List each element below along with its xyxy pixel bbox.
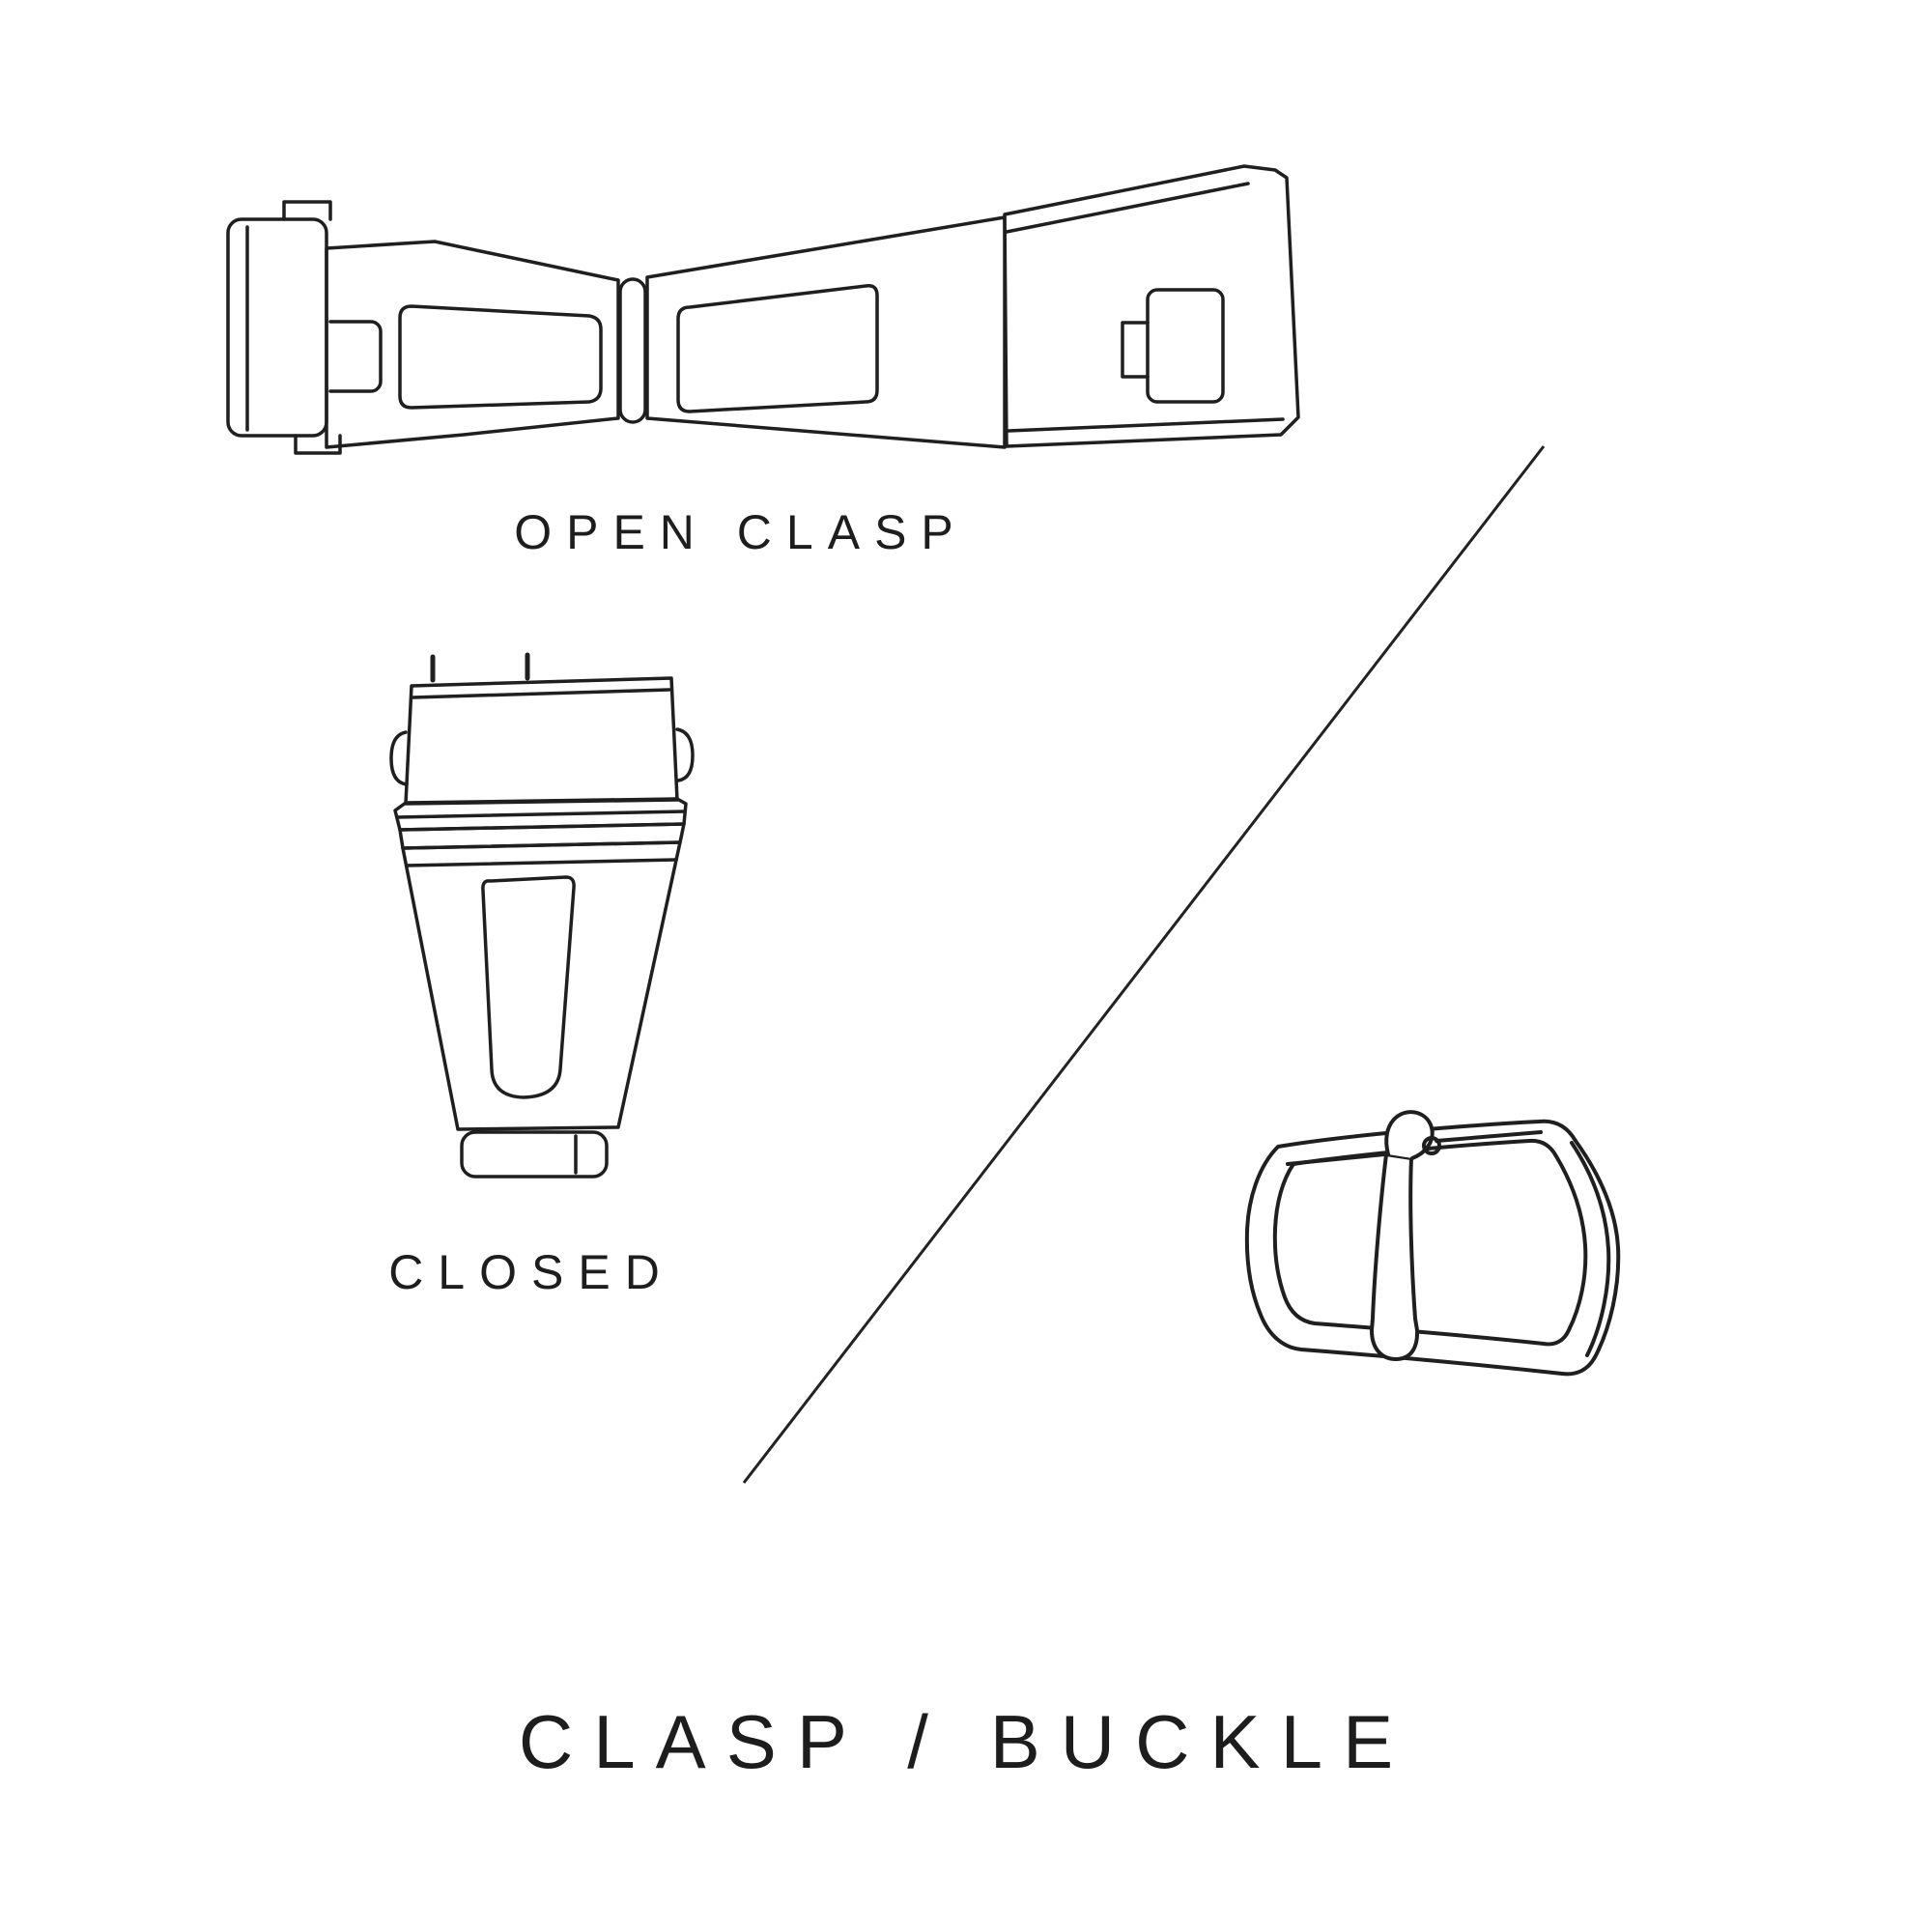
plate-top-edge-line xyxy=(1005,182,1250,234)
open-clasp-drawing xyxy=(226,164,1300,455)
right-arm xyxy=(645,215,1007,449)
diagram-title: CLASP / BUCKLE xyxy=(518,1699,1414,1784)
left-arm-hook xyxy=(328,320,383,393)
tang-coil xyxy=(1422,1136,1441,1155)
diagonal-line xyxy=(742,445,1546,1484)
left-end-cap xyxy=(226,217,328,438)
band-line-1 xyxy=(395,810,687,819)
hinge xyxy=(618,277,647,424)
buckle-rim-line xyxy=(1570,1141,1611,1357)
pin-axle-right xyxy=(1435,1130,1543,1143)
left-ear xyxy=(389,730,409,786)
plate-catch xyxy=(1146,288,1225,404)
tang-loop xyxy=(1384,1110,1435,1160)
cap-bottom-tab xyxy=(294,434,342,455)
buckle-inner-opening xyxy=(1272,1138,1588,1347)
bottom-cap xyxy=(460,1130,609,1179)
pin-axle-left xyxy=(1286,1152,1386,1166)
tang xyxy=(1370,1152,1420,1361)
body-top-line xyxy=(405,858,678,867)
cap-top-tab xyxy=(282,200,332,221)
body-cutout xyxy=(481,875,576,1099)
plate-bottom-edge-line xyxy=(1007,417,1285,433)
clasp-body xyxy=(401,840,682,1131)
closed-clasp-drawing xyxy=(389,652,695,1179)
right-arm-cutout xyxy=(676,283,879,413)
closed-clasp-illustration xyxy=(389,652,695,1179)
open-clasp-label: OPEN CLASP xyxy=(514,505,968,559)
open-clasp-illustration xyxy=(226,164,1300,455)
plate-catch-notch xyxy=(1121,321,1150,379)
right-end-plate xyxy=(1003,164,1300,448)
left-arm-cutout xyxy=(398,304,603,410)
closed-label: CLOSED xyxy=(388,1245,674,1299)
left-arm xyxy=(325,240,620,449)
buckle-outer-frame xyxy=(1244,1119,1621,1377)
divider-line xyxy=(742,445,1546,1484)
tang-buckle-drawing xyxy=(1244,1110,1621,1377)
top-block-edge-line xyxy=(412,688,671,699)
buckle-illustration xyxy=(1244,1110,1621,1377)
right-ear xyxy=(675,727,695,782)
